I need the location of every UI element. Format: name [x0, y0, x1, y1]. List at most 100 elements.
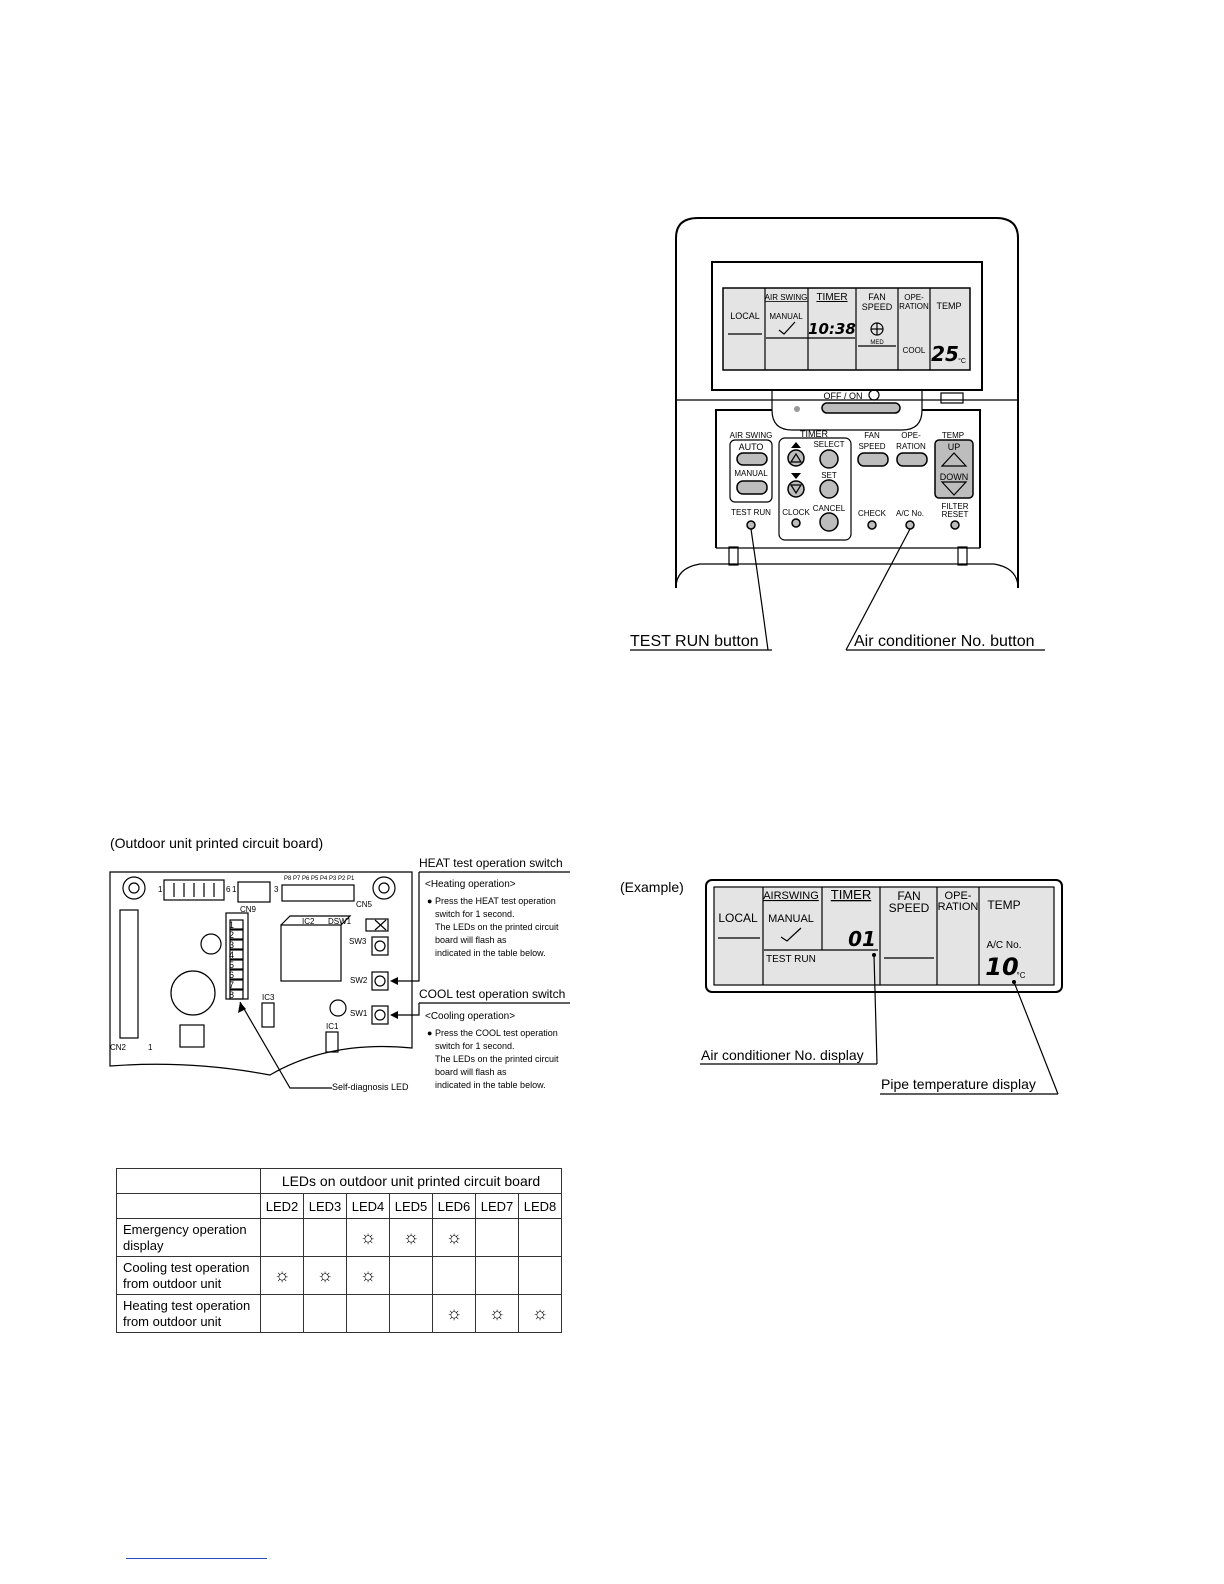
- heat-text-1: Press the HEAT test operation: [435, 896, 556, 906]
- outdoor-pcb-diagram: (Outdoor unit printed circuit board) 1 6…: [109, 835, 570, 1092]
- led-cell: [432, 1256, 476, 1295]
- lcd-temp-unit: °C: [958, 357, 966, 365]
- row-label-line-1: Heating test operation: [123, 1297, 251, 1313]
- btn-filter-2: RESET: [942, 510, 969, 519]
- btn-ac-no-label: A/C No.: [896, 509, 924, 518]
- led-num: 1: [229, 920, 234, 930]
- lcd-local: LOCAL: [730, 311, 760, 321]
- set-button[interactable]: [819, 479, 839, 499]
- col-led2: LED2: [260, 1193, 304, 1219]
- led-num: 3: [229, 940, 234, 950]
- lcd-fan-2: SPEED: [862, 302, 893, 312]
- clock-button[interactable]: [791, 518, 801, 528]
- led-num: 5: [229, 960, 234, 970]
- callout-pipe-temp: Pipe temperature display: [881, 1076, 1036, 1092]
- timer-up-glyph-icon: [789, 452, 803, 463]
- example-unit: °C: [1017, 971, 1026, 980]
- air-swing-group: [729, 439, 773, 503]
- led-num: 2: [229, 930, 234, 940]
- ac-no-button[interactable]: [905, 520, 915, 530]
- capacitor-large: [170, 970, 216, 1016]
- btn-ope-2: RATION: [896, 442, 926, 451]
- cancel-button[interactable]: [819, 512, 839, 532]
- row-label-line-2: from outdoor unit: [123, 1313, 222, 1329]
- row-label-line-2: display: [123, 1237, 164, 1253]
- operation-button[interactable]: [896, 452, 928, 467]
- cool-bullet: ●: [427, 1028, 432, 1038]
- cool-text-1: Press the COOL test operation: [435, 1028, 558, 1038]
- sw1-cool-switch[interactable]: [371, 1005, 389, 1025]
- label-sw2: SW2: [350, 976, 368, 985]
- heat-mode: <Heating operation>: [425, 879, 516, 890]
- btn-fan-1: FAN: [864, 431, 880, 440]
- cool-text-5: indicated in the table below.: [435, 1080, 546, 1090]
- timer-up-arrow-icon: [791, 442, 801, 448]
- led-on-icon: ☼: [432, 1294, 476, 1333]
- footer-rule: [126, 1558, 267, 1559]
- self-diag-arrow: [239, 1001, 332, 1089]
- timer-down-button[interactable]: [787, 480, 805, 498]
- fan-speed-button[interactable]: [857, 452, 889, 467]
- led-cell: [303, 1294, 347, 1333]
- p-pin: P5: [311, 876, 319, 882]
- ac-display-callout-line: [873, 954, 878, 1065]
- dsw1-switch[interactable]: [365, 918, 389, 932]
- temp-up-button[interactable]: [940, 452, 968, 467]
- lcd-background: [722, 287, 971, 371]
- example-fan-2: SPEED: [889, 901, 930, 915]
- btn-ope-1: OPE-: [901, 431, 921, 440]
- label-ic2: IC2: [302, 917, 315, 926]
- manual-button[interactable]: [736, 480, 768, 495]
- control-panel-left: [715, 409, 772, 548]
- led-num: 6: [229, 970, 234, 980]
- p-pin: P4: [320, 876, 328, 882]
- example-lcd-frame: [705, 879, 1063, 993]
- led-num: 7: [229, 980, 234, 990]
- btn-check-label: CHECK: [858, 509, 887, 518]
- cool-switch-arrow: [392, 1003, 420, 1016]
- pipe-temp-callout-line: [1013, 981, 1059, 1095]
- pcb-board-outline: [109, 871, 413, 1076]
- sw2-heat-switch[interactable]: [371, 971, 389, 991]
- btn-timer-label: TIMER: [800, 429, 828, 439]
- callout-ac-display: Air conditioner No. display: [701, 1047, 864, 1063]
- test-run-button[interactable]: [746, 520, 756, 530]
- auto-button[interactable]: [736, 452, 768, 466]
- led-on-icon: ☼: [346, 1218, 390, 1257]
- off-on-button[interactable]: [821, 402, 901, 414]
- btn-set-label: SET: [821, 471, 837, 480]
- led-cell: [518, 1256, 562, 1295]
- select-button[interactable]: [819, 449, 839, 469]
- sw3-switch[interactable]: [371, 936, 389, 956]
- label-cn2: CN2: [110, 1043, 127, 1052]
- p-pin: P1: [347, 876, 355, 882]
- lcd-ope-1: OPE-: [904, 293, 924, 302]
- timer-up-button[interactable]: [787, 449, 805, 467]
- heat-text-4: board will flash as: [435, 935, 507, 945]
- power-led: [794, 406, 800, 412]
- pin-1a: 1: [158, 885, 163, 894]
- pin-3: 3: [274, 885, 279, 894]
- hinge-left: [728, 546, 739, 566]
- connector-cn5: [281, 884, 355, 902]
- filter-reset-button[interactable]: [950, 520, 960, 530]
- temp-down-button[interactable]: [940, 481, 968, 496]
- connector-cn9: [237, 881, 271, 903]
- timer-down-arrow-icon: [791, 473, 801, 479]
- btn-down-label: DOWN: [940, 472, 969, 482]
- btn-filter-1: FILTER: [942, 502, 969, 511]
- lcd-time: 10:38: [808, 320, 856, 338]
- led-num: 8: [229, 990, 234, 1000]
- led-status-table: LEDs on outdoor unit printed circuit boa…: [116, 1168, 562, 1333]
- pcb-title: (Outdoor unit printed circuit board): [110, 835, 323, 851]
- flap-notch: [771, 390, 923, 431]
- btn-test-run-label: TEST RUN: [731, 508, 771, 517]
- lcd-timer: TIMER: [816, 292, 847, 303]
- check-button[interactable]: [867, 520, 877, 530]
- example-ac-no-label: A/C No.: [986, 940, 1021, 951]
- remote-bottom-curve: [675, 563, 1019, 589]
- battery-tab: [940, 392, 964, 404]
